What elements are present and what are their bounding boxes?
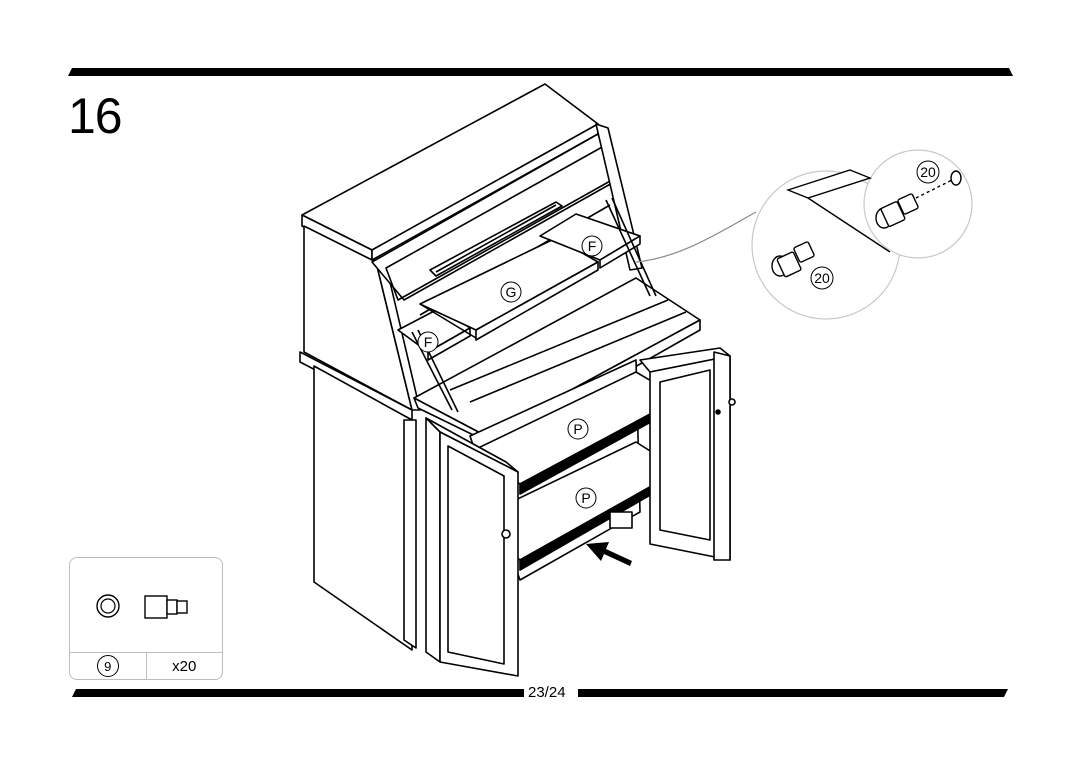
right-door xyxy=(639,347,731,561)
cabinet-side-panel xyxy=(299,351,417,651)
bottom-rule-right xyxy=(578,689,1008,697)
part-id-cell: 9 xyxy=(70,653,146,679)
page-number: 23/24 xyxy=(526,684,568,701)
detail-callout xyxy=(635,149,973,320)
bottom-rule-left xyxy=(72,689,524,697)
insert-arrow xyxy=(586,542,632,566)
parts-list: 9 x20 xyxy=(69,557,223,680)
callout-shelf-p-upper: P xyxy=(573,421,582,437)
part-quantity: x20 xyxy=(145,653,223,679)
door-knob xyxy=(728,398,736,406)
step-number: 16 xyxy=(68,88,123,144)
shelf-support-pin-icon xyxy=(96,594,188,619)
callout-panel-g: G xyxy=(506,284,517,300)
part-id: 9 xyxy=(96,655,119,677)
callout-panel-f-left: F xyxy=(424,334,433,350)
callout-panel-f-top: F xyxy=(588,238,597,254)
parts-footer: 9 x20 xyxy=(70,652,222,679)
center-support xyxy=(609,511,633,529)
callout-pin-bottom: 20 xyxy=(814,270,830,286)
callout-shelf-p-lower: P xyxy=(581,490,590,506)
callout-pin-top: 20 xyxy=(920,164,936,180)
cable-slot xyxy=(429,201,563,277)
top-rule xyxy=(68,68,1013,76)
left-door xyxy=(425,417,519,677)
